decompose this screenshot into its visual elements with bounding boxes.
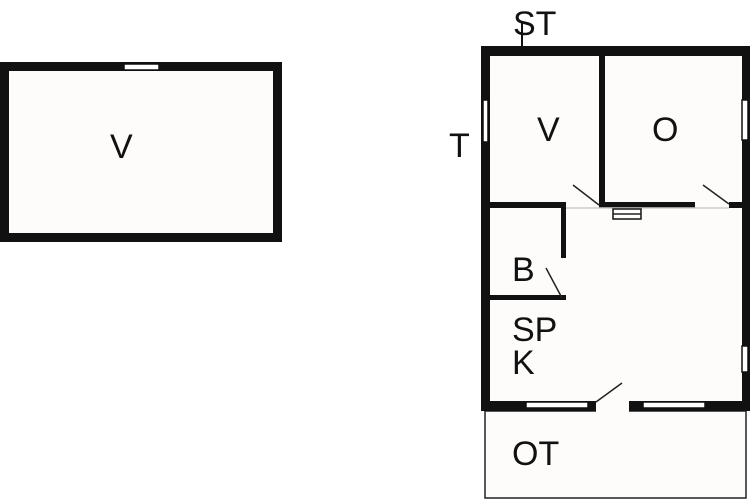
room-label-b: B	[512, 251, 535, 289]
room-label-ot: OT	[512, 435, 559, 473]
right-building: ST T V O B SP K OT	[449, 5, 750, 499]
label-st: ST	[513, 5, 556, 43]
window	[482, 99, 489, 143]
door-swing	[702, 184, 730, 205]
door-swing	[545, 267, 563, 299]
left-building: V	[0, 62, 282, 242]
room-label-k: K	[512, 344, 535, 382]
door-swing	[595, 382, 623, 403]
room-label-sp: SP	[512, 311, 557, 349]
label-t: T	[449, 127, 470, 165]
window	[741, 345, 749, 373]
room-label-v: V	[537, 111, 560, 149]
outdoor-terrace	[485, 411, 746, 498]
room-label-o: O	[652, 111, 678, 149]
window	[642, 401, 706, 409]
window	[123, 63, 160, 71]
window	[741, 99, 749, 141]
room-label-v-left: V	[110, 128, 133, 166]
window	[525, 401, 589, 409]
door-swing	[572, 184, 600, 206]
